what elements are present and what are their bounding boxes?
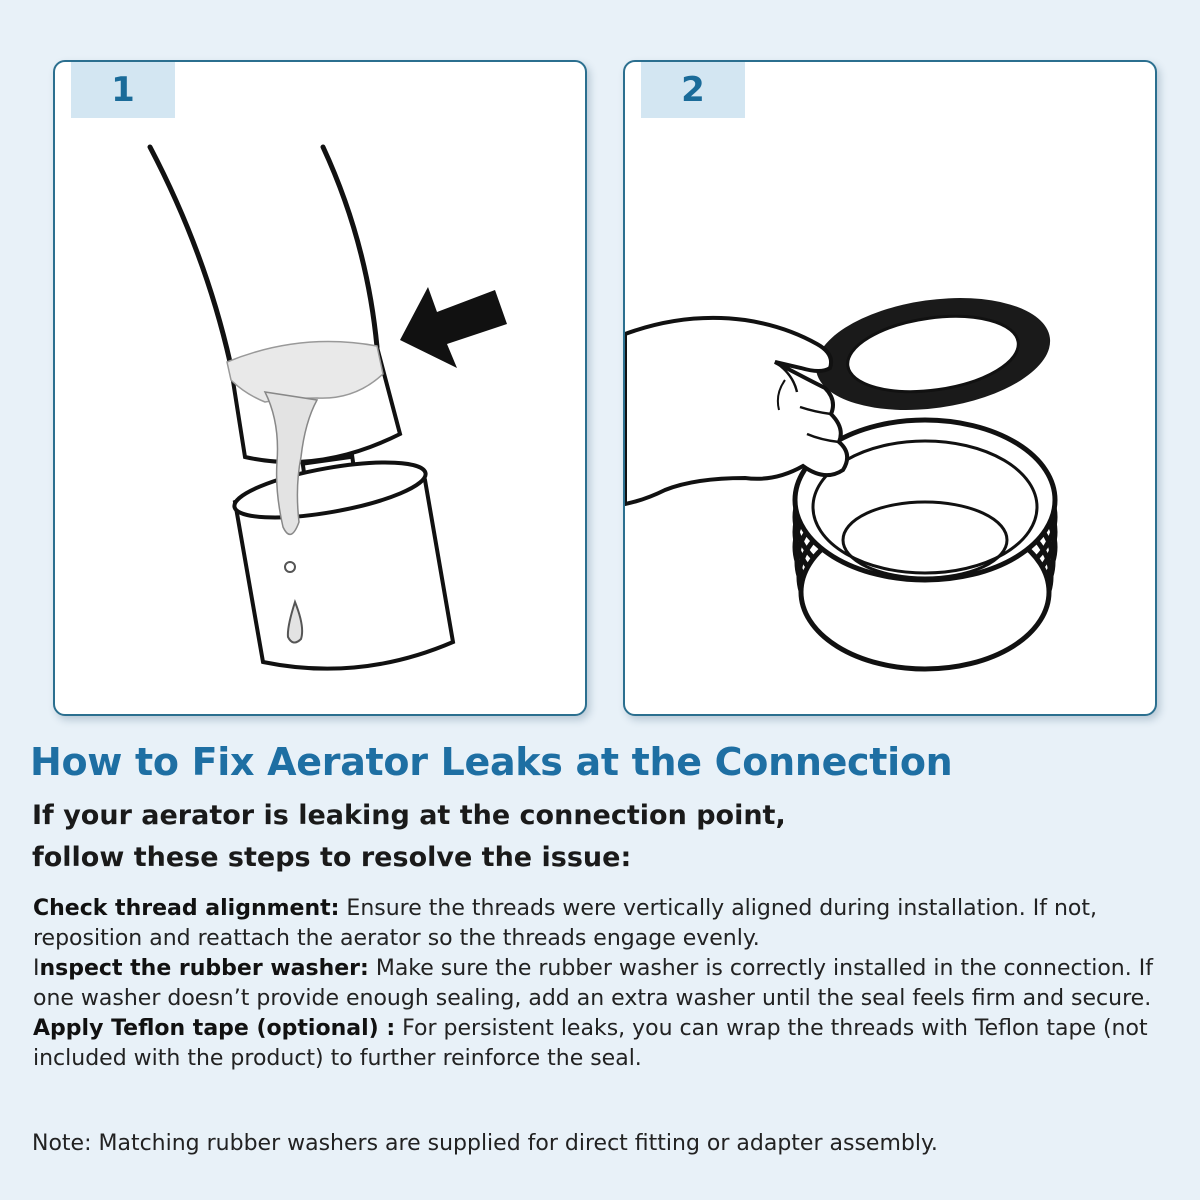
washer-installation-illustration <box>625 298 1058 672</box>
instruction-label: Apply Teflon tape (optional) : <box>33 1016 396 1041</box>
instruction-label-prefix: I <box>33 956 40 981</box>
instruction-label: Check thread alignment: <box>33 896 340 921</box>
subtitle-line-2: follow these steps to resolve the issue: <box>32 842 632 873</box>
instruction-text: For persistent leaks, you can wrap the t… <box>33 1016 1148 1071</box>
step-panel-1: 1 <box>53 60 587 716</box>
instruction-item: Inspect the rubber washer: Make sure the… <box>33 954 1173 1014</box>
instruction-label: nspect the rubber washer: <box>39 956 369 981</box>
instruction-text: Ensure the threads were vertically align… <box>33 896 1097 951</box>
step-number-badge-2: 2 <box>641 62 745 118</box>
step-number-badge-1: 1 <box>71 62 175 118</box>
leaking-aerator-illustration <box>147 144 507 671</box>
step-panel-2: 2 <box>623 60 1157 716</box>
instruction-list: Check thread alignment: Ensure the threa… <box>33 894 1173 1074</box>
subtitle-line-1: If your aerator is leaking at the connec… <box>32 800 786 831</box>
instruction-item: Check thread alignment: Ensure the threa… <box>33 894 1173 954</box>
footnote: Note: Matching rubber washers are suppli… <box>32 1131 938 1156</box>
page-title: How to Fix Aerator Leaks at the Connecti… <box>30 740 953 784</box>
instruction-item: Apply Teflon tape (optional) : For persi… <box>33 1014 1173 1074</box>
instruction-text: Make sure the rubber washer is correctly… <box>33 956 1153 1011</box>
